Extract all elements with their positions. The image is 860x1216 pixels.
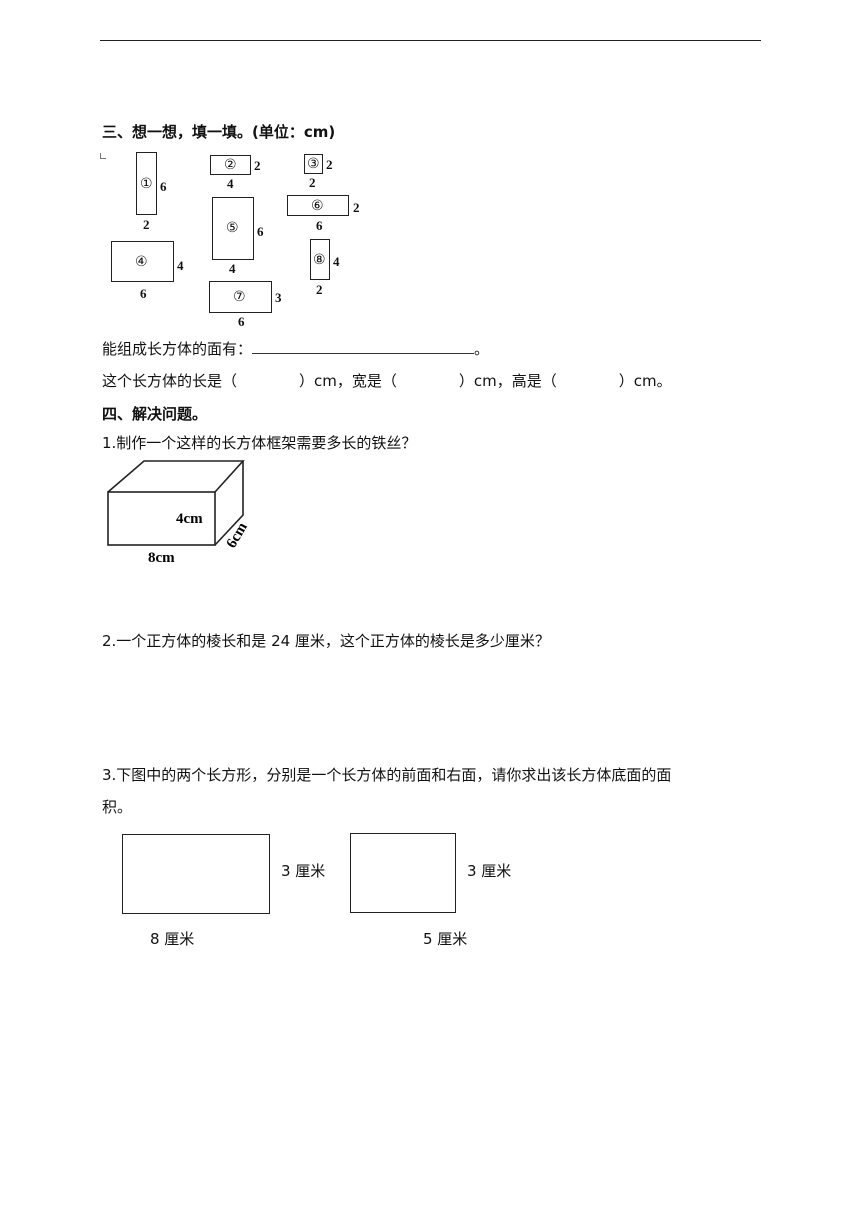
face-6-id: ⑥ xyxy=(311,198,324,214)
face-2 xyxy=(210,155,251,175)
faces-question-end: 。 xyxy=(474,340,490,358)
corner-mark xyxy=(100,153,106,159)
face-4-bottom: 6 xyxy=(140,286,147,301)
face-1-bottom: 2 xyxy=(143,217,150,232)
cuboid-height-label: 4cm xyxy=(176,511,203,527)
face-3-side: 2 xyxy=(326,157,333,172)
face-5 xyxy=(212,197,254,260)
face-2-bottom: 4 xyxy=(227,176,234,191)
face-1-id: ① xyxy=(140,176,153,192)
section-4-title: 四、解决问题。 xyxy=(102,405,208,423)
face-7 xyxy=(209,281,272,313)
face-6 xyxy=(287,195,349,216)
face-5-id: ⑤ xyxy=(226,220,239,236)
face-6-bottom: 6 xyxy=(316,218,323,233)
dims-text-width: ）cm，宽是（ xyxy=(299,372,397,390)
face-5-bottom: 4 xyxy=(229,261,236,276)
face-3 xyxy=(304,154,323,174)
cuboid-top-face xyxy=(107,460,245,493)
faces-question: 能组成长方体的面有： 。 xyxy=(102,339,489,359)
face-7-side: 3 xyxy=(275,290,282,305)
face-8 xyxy=(310,239,330,280)
face-3-id: ③ xyxy=(307,156,320,172)
face-1-side: 6 xyxy=(160,179,167,194)
faces-question-label: 能组成长方体的面有： xyxy=(102,340,253,358)
face-2-side: 2 xyxy=(254,158,261,173)
dims-text-height: ）cm，高是（ xyxy=(458,372,557,390)
face-6-side: 2 xyxy=(353,200,360,215)
section-3-title: 三、想一想，填一填。(单位：cm) xyxy=(102,123,336,141)
front-rectangle-length-label: 8 厘米 xyxy=(150,930,195,948)
face-4-side: 4 xyxy=(177,258,184,273)
question-3-text-line2: 积。 xyxy=(102,798,133,816)
cuboid-figure: 4cm 8cm 6cm xyxy=(107,460,251,566)
faces-answer-blank[interactable] xyxy=(252,339,475,354)
cuboid-depth-label: 6cm xyxy=(224,519,251,551)
right-rectangle xyxy=(350,833,456,913)
face-8-id: ⑧ xyxy=(313,252,326,268)
cuboid-right-face xyxy=(214,461,244,546)
face-7-bottom: 6 xyxy=(238,314,245,329)
question-1-text: 1.制作一个这样的长方体框架需要多长的铁丝？ xyxy=(102,434,417,452)
right-rectangle-width-label: 5 厘米 xyxy=(423,930,468,948)
face-4 xyxy=(111,241,174,282)
question-2-text: 2.一个正方体的棱长和是 24 厘米，这个正方体的棱长是多少厘米？ xyxy=(102,632,550,650)
question-3-text-line1: 3.下图中的两个长方形，分别是一个长方体的前面和右面，请你求出该长方体底面的面 xyxy=(102,766,672,784)
cuboid-length-label: 8cm xyxy=(148,550,175,566)
dims-text-length: 这个长方体的长是（ xyxy=(102,372,238,390)
face-3-bottom: 2 xyxy=(309,175,316,190)
face-2-id: ② xyxy=(224,157,237,173)
front-rectangle xyxy=(122,834,270,914)
face-8-side: 4 xyxy=(333,254,340,269)
face-5-side: 6 xyxy=(257,224,264,239)
face-8-bottom: 2 xyxy=(316,282,323,297)
face-1 xyxy=(136,152,157,215)
dims-text-end: ）cm。 xyxy=(618,372,672,390)
face-4-id: ④ xyxy=(135,254,148,270)
cuboid-front-face xyxy=(107,491,216,546)
dims-question: 这个长方体的长是（ ）cm，宽是（ ）cm，高是（ ）cm。 xyxy=(102,371,672,391)
right-rectangle-height-label: 3 厘米 xyxy=(467,862,512,880)
header-rule xyxy=(100,40,761,41)
front-rectangle-height-label: 3 厘米 xyxy=(281,862,326,880)
face-7-id: ⑦ xyxy=(233,289,246,305)
